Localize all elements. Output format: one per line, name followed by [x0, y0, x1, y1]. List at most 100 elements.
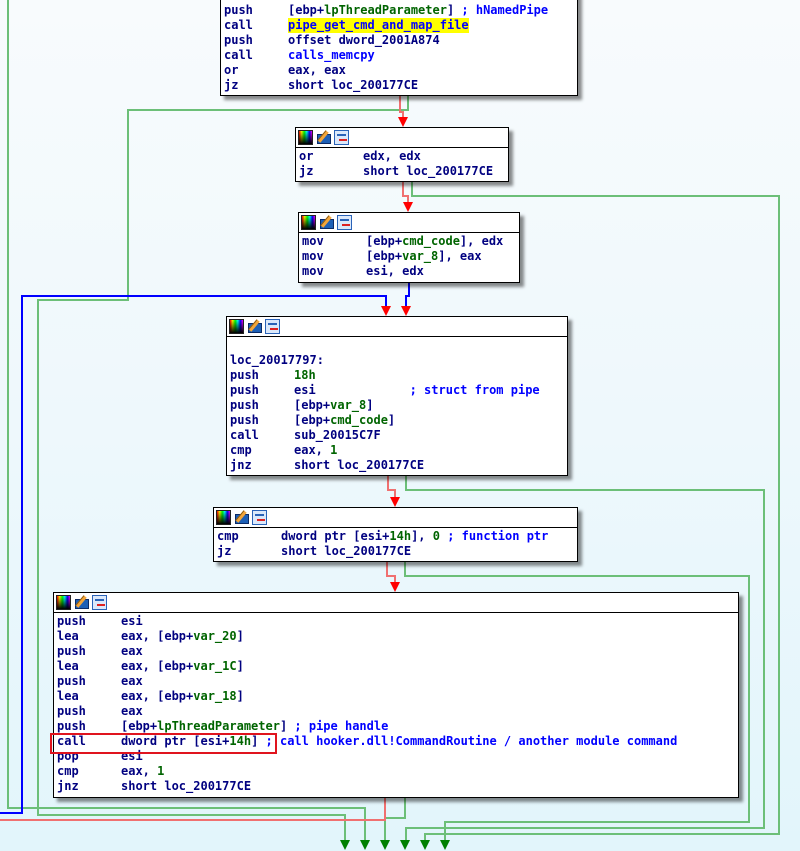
- arrow-down: [420, 840, 430, 850]
- edge-true: [37, 96, 409, 840]
- mnemonic: call: [57, 734, 86, 748]
- color-palette-icon[interactable]: [301, 215, 316, 230]
- named-operand[interactable]: 14h: [389, 529, 412, 543]
- operand: [ebp+: [366, 234, 403, 248]
- arrow-down: [340, 840, 350, 850]
- mnemonic: jnz: [230, 458, 252, 472]
- mnemonic: jz: [217, 544, 232, 558]
- mnemonic: lea: [57, 689, 79, 703]
- mnemonic: push: [57, 704, 86, 718]
- named-operand[interactable]: 18h: [294, 368, 316, 382]
- operand: eax: [121, 704, 143, 718]
- comment: ; call hooker.dll!CommandRoutine / anoth…: [265, 734, 678, 748]
- edit-pencil-icon[interactable]: [234, 510, 249, 525]
- named-operand[interactable]: lpThreadParameter: [157, 719, 280, 733]
- named-operand[interactable]: var_18: [193, 689, 237, 703]
- mnemonic: push: [57, 719, 86, 733]
- named-operand[interactable]: lpThreadParameter: [324, 3, 447, 17]
- edge-false: [0, 798, 386, 821]
- edit-pencil-icon[interactable]: [74, 595, 89, 610]
- operand: ]: [446, 3, 462, 17]
- named-operand[interactable]: cmd_code: [402, 234, 460, 248]
- named-operand[interactable]: 1: [330, 443, 338, 457]
- operand: ]: [387, 413, 396, 427]
- graph-overview-icon[interactable]: [92, 595, 107, 610]
- named-operand[interactable]: var_8: [330, 398, 367, 412]
- named-operand[interactable]: 0: [432, 529, 440, 543]
- instruction-line[interactable]: mov[ebp+cmd_code], edx: [302, 234, 516, 249]
- operand: offset dword_2001A874: [288, 33, 440, 47]
- named-operand[interactable]: var_1C: [193, 659, 237, 673]
- operand: sub_20015C7F: [294, 428, 381, 442]
- graph-overview-icon[interactable]: [252, 510, 267, 525]
- instruction-line[interactable]: push[ebp+cmd_code]: [230, 413, 564, 428]
- edge-true: [405, 476, 765, 840]
- mnemonic: push: [230, 383, 259, 397]
- instruction-line[interactable]: push[ebp+lpThreadParameter] ; hNamedPipe: [224, 3, 574, 18]
- instruction-line[interactable]: push[ebp+var_8]: [230, 398, 564, 413]
- operand: ]: [251, 734, 266, 748]
- edge-uncond: [405, 283, 410, 306]
- block-header: [227, 317, 567, 337]
- code-label[interactable]: loc_20017797:: [230, 353, 324, 367]
- instruction-line[interactable]: mov[ebp+var_8], eax: [302, 249, 516, 264]
- color-palette-icon[interactable]: [216, 510, 231, 525]
- named-operand[interactable]: 1: [157, 764, 165, 778]
- operand: [ebp+: [366, 249, 403, 263]
- function-name[interactable]: pipe_get_cmd_and_map_file: [288, 18, 469, 33]
- named-operand[interactable]: var_8: [402, 249, 439, 263]
- graph-overview-icon[interactable]: [337, 215, 352, 230]
- color-palette-icon[interactable]: [298, 130, 313, 145]
- instruction-line[interactable]: push[ebp+lpThreadParameter] ; pipe handl…: [57, 719, 735, 734]
- color-palette-icon[interactable]: [229, 319, 244, 334]
- named-operand[interactable]: 14h: [229, 734, 252, 748]
- color-palette-icon[interactable]: [56, 595, 71, 610]
- edge-true: [411, 182, 780, 840]
- edit-pencil-icon[interactable]: [316, 130, 331, 145]
- instruction-line[interactable]: push eax: [57, 704, 735, 719]
- function-name[interactable]: calls_memcpy: [288, 48, 375, 62]
- operand: eax,: [121, 764, 158, 778]
- operand: [ebp+: [294, 398, 331, 412]
- graph-overview-icon[interactable]: [334, 130, 349, 145]
- code-block-1[interactable]: push[ebp+lpThreadParameter] ; hNamedPipe…: [220, 0, 578, 96]
- arrow-down: [400, 840, 410, 850]
- edit-pencil-icon[interactable]: [247, 319, 262, 334]
- graph-overview-icon[interactable]: [265, 319, 280, 334]
- named-operand[interactable]: cmd_code: [330, 413, 388, 427]
- named-operand[interactable]: var_20: [193, 629, 237, 643]
- mnemonic: cmp: [230, 443, 252, 457]
- mnemonic: mov: [302, 234, 324, 248]
- edit-pencil-icon[interactable]: [319, 215, 334, 230]
